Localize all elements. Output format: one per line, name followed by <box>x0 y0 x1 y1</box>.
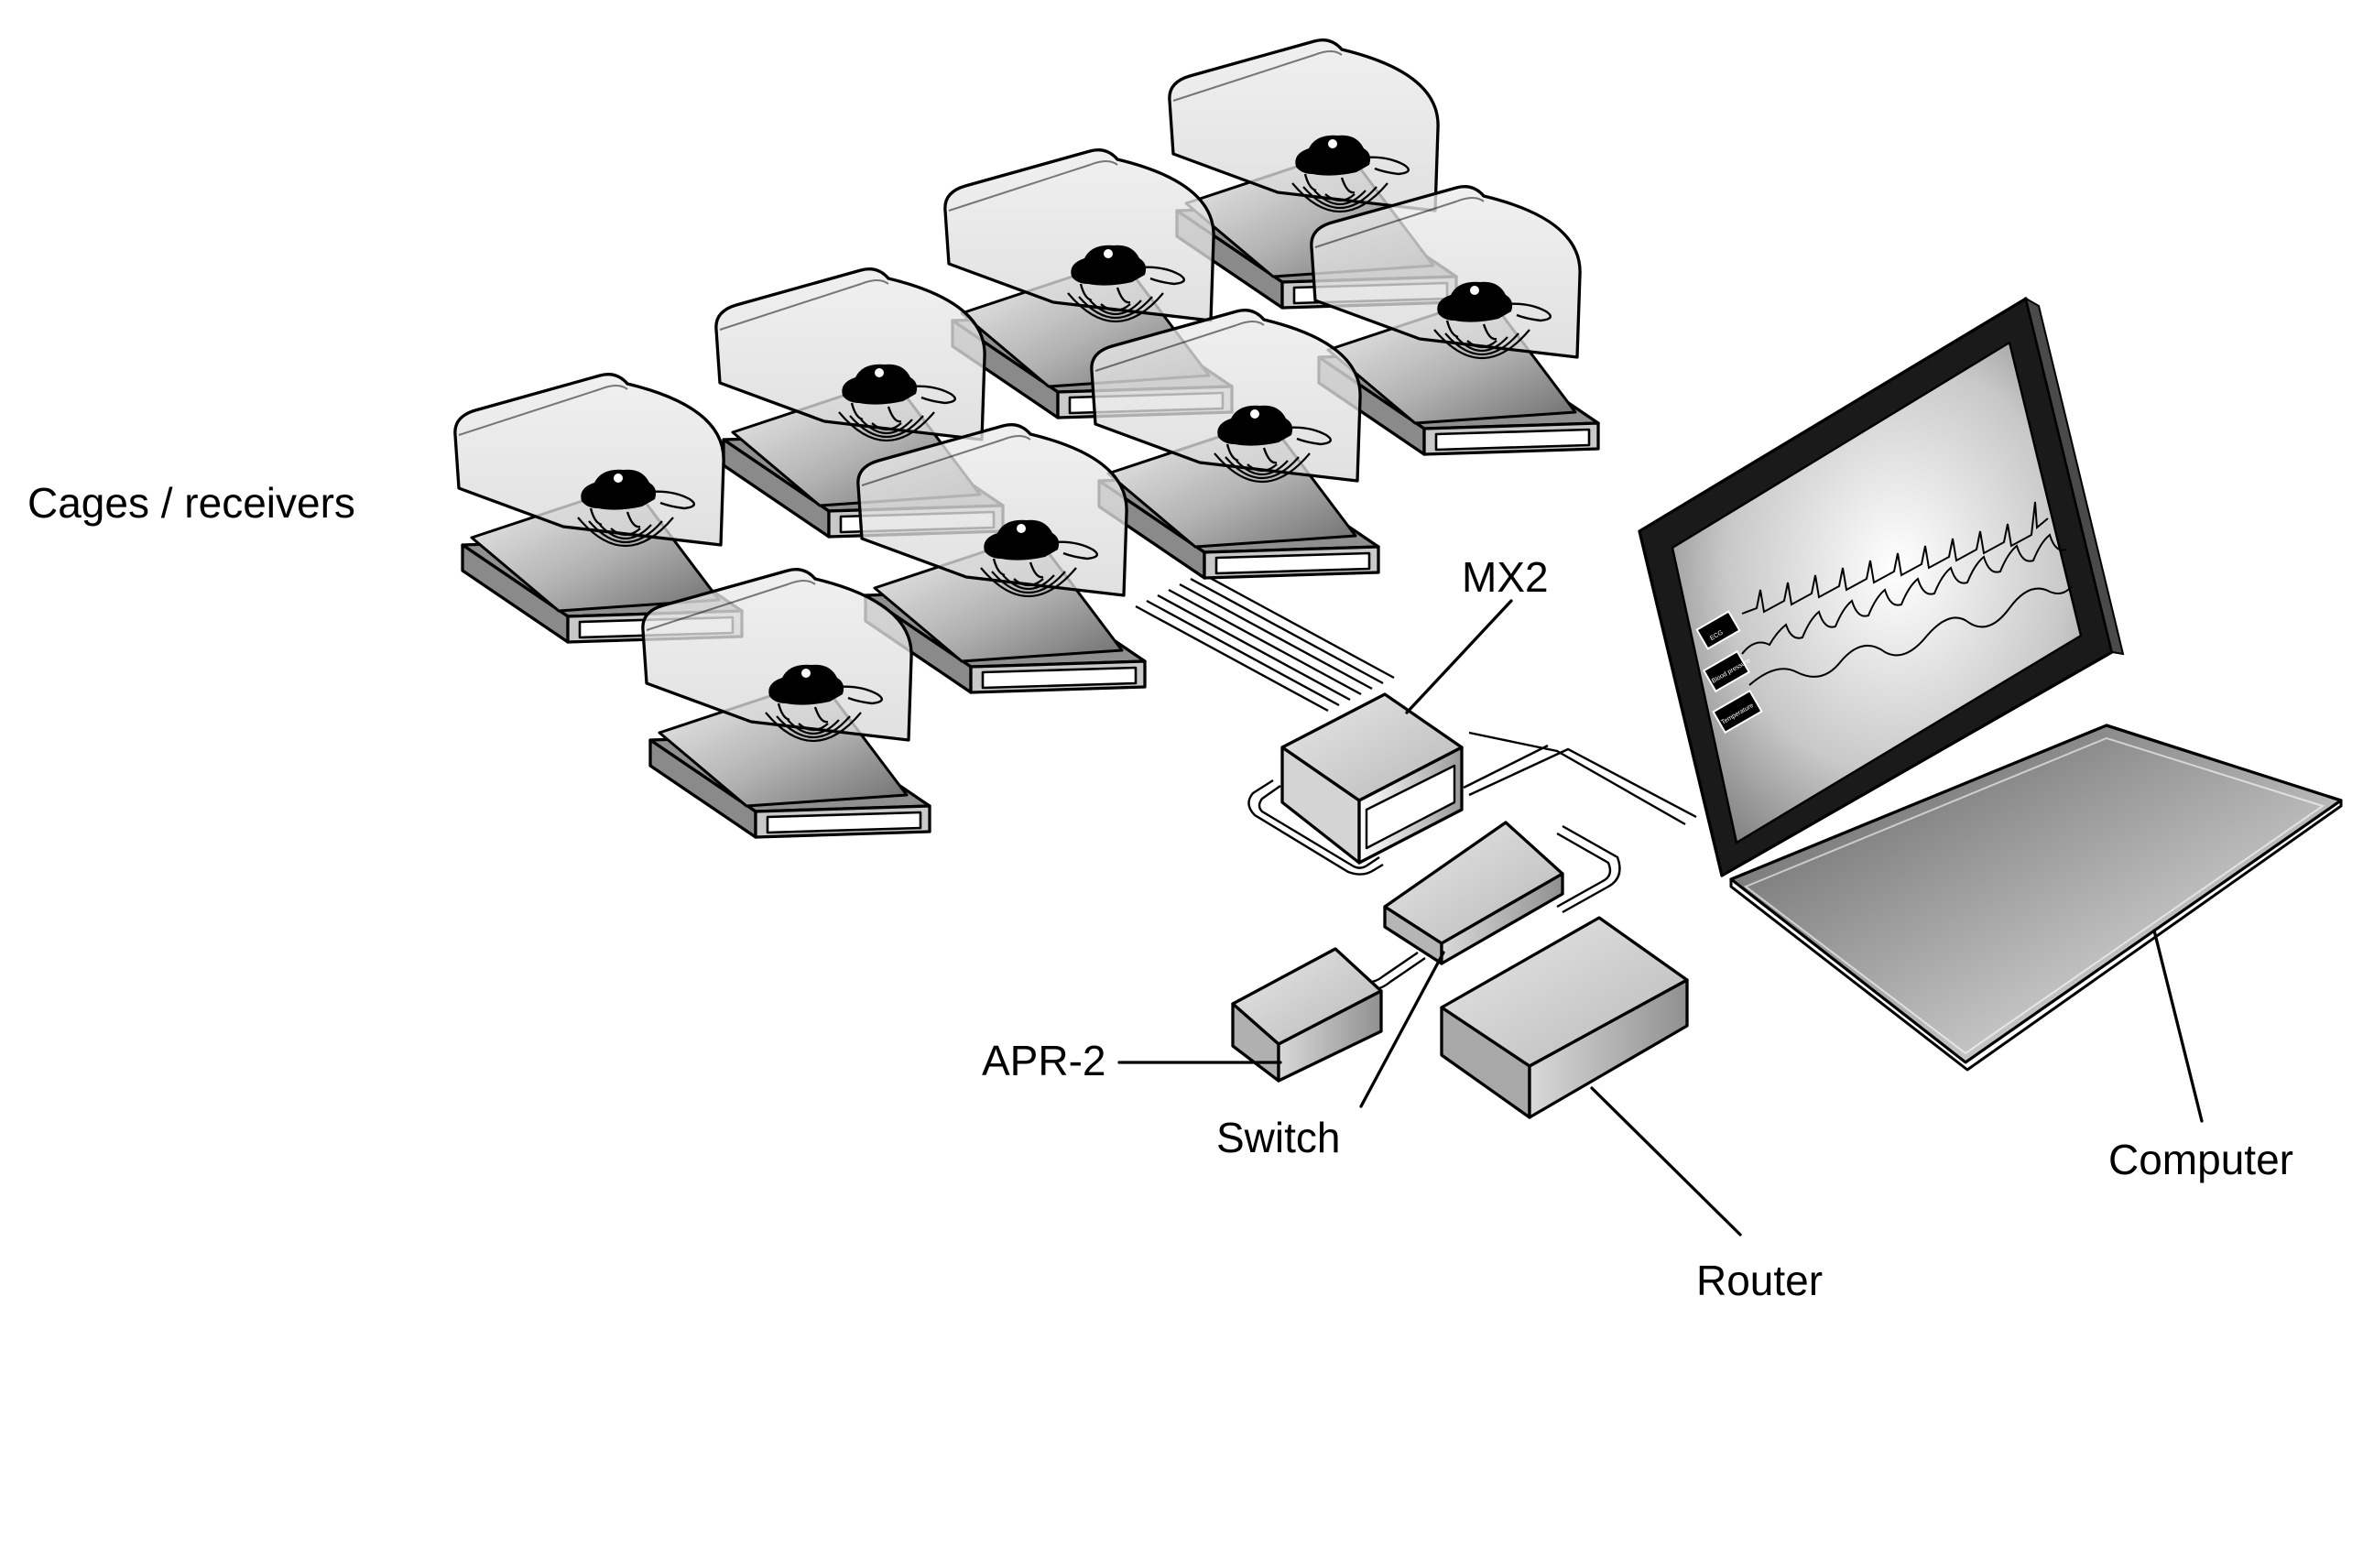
label-apr2: APR-2 <box>982 1037 1105 1084</box>
label-cages: Cages / receivers <box>27 479 355 527</box>
apr2-device <box>1231 947 1383 1083</box>
cage-receiver <box>641 568 931 839</box>
switch-leader <box>1359 951 1445 1108</box>
label-router: Router <box>1696 1257 1823 1304</box>
label-switch: Switch <box>1216 1114 1340 1161</box>
screen-traces <box>1741 501 2073 686</box>
router-device <box>1440 916 1689 1119</box>
switch-device <box>1383 821 1564 965</box>
leader-lines <box>1117 599 2204 1236</box>
temp-trace <box>1748 585 2073 686</box>
cable-bundle <box>1135 572 1395 713</box>
label-mx2: MX2 <box>1462 553 1549 601</box>
cage-receiver <box>1090 309 1380 580</box>
mx2-device <box>1280 692 1464 865</box>
ecg-trace <box>1741 501 2049 615</box>
laptop-computer: ECG Blood pressure Temperature <box>1638 296 2343 1072</box>
bp-trace <box>1741 533 2067 655</box>
mx2-leader <box>1405 599 1513 714</box>
label-computer: Computer <box>2108 1136 2293 1183</box>
screen-tag: ECG <box>1695 610 1741 650</box>
cages-receivers <box>453 38 1600 839</box>
network-wires <box>1247 731 1697 994</box>
computer-leader <box>2152 929 2204 1123</box>
router-leader <box>1590 1086 1742 1236</box>
